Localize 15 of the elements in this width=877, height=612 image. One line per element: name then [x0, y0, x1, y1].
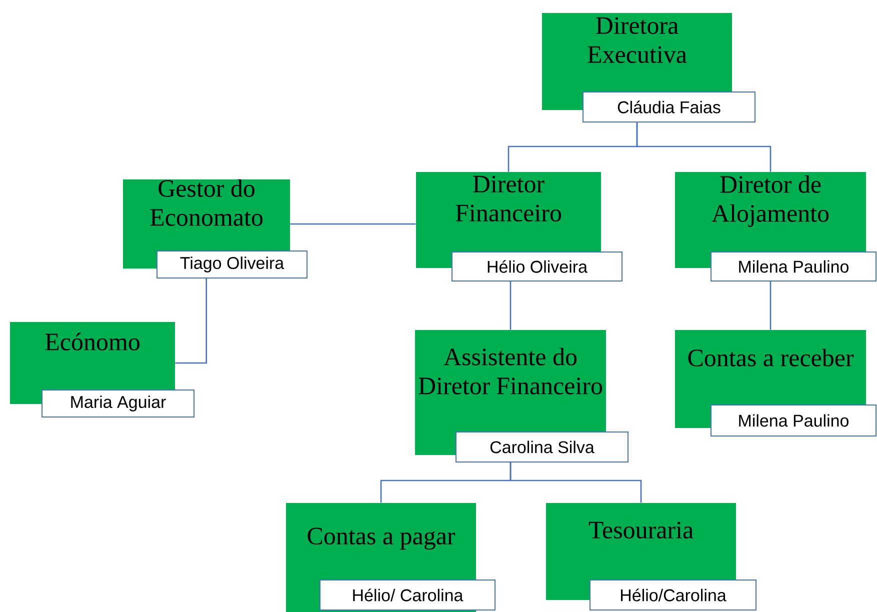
connector-line: [636, 122, 772, 172]
name-tag: Tiago Oliveira: [156, 250, 308, 278]
name-tag: Hélio Oliveira: [452, 251, 622, 282]
connector-line: [770, 282, 772, 330]
name-tag: Maria Aguiar: [42, 389, 194, 418]
name-tag: Milena Paulino: [710, 404, 876, 436]
name-tag: Milena Paulino: [710, 251, 876, 282]
connector-line: [175, 278, 207, 364]
name-tag: Carolina Silva: [456, 431, 628, 462]
name-tag: Hélio/ Carolina: [320, 579, 496, 610]
connector-line: [290, 223, 416, 225]
connector-line: [510, 462, 642, 503]
connector-line: [510, 282, 512, 330]
name-tag: Cláudia Faias: [582, 91, 756, 122]
name-tag: Hélio/Carolina: [590, 579, 756, 610]
